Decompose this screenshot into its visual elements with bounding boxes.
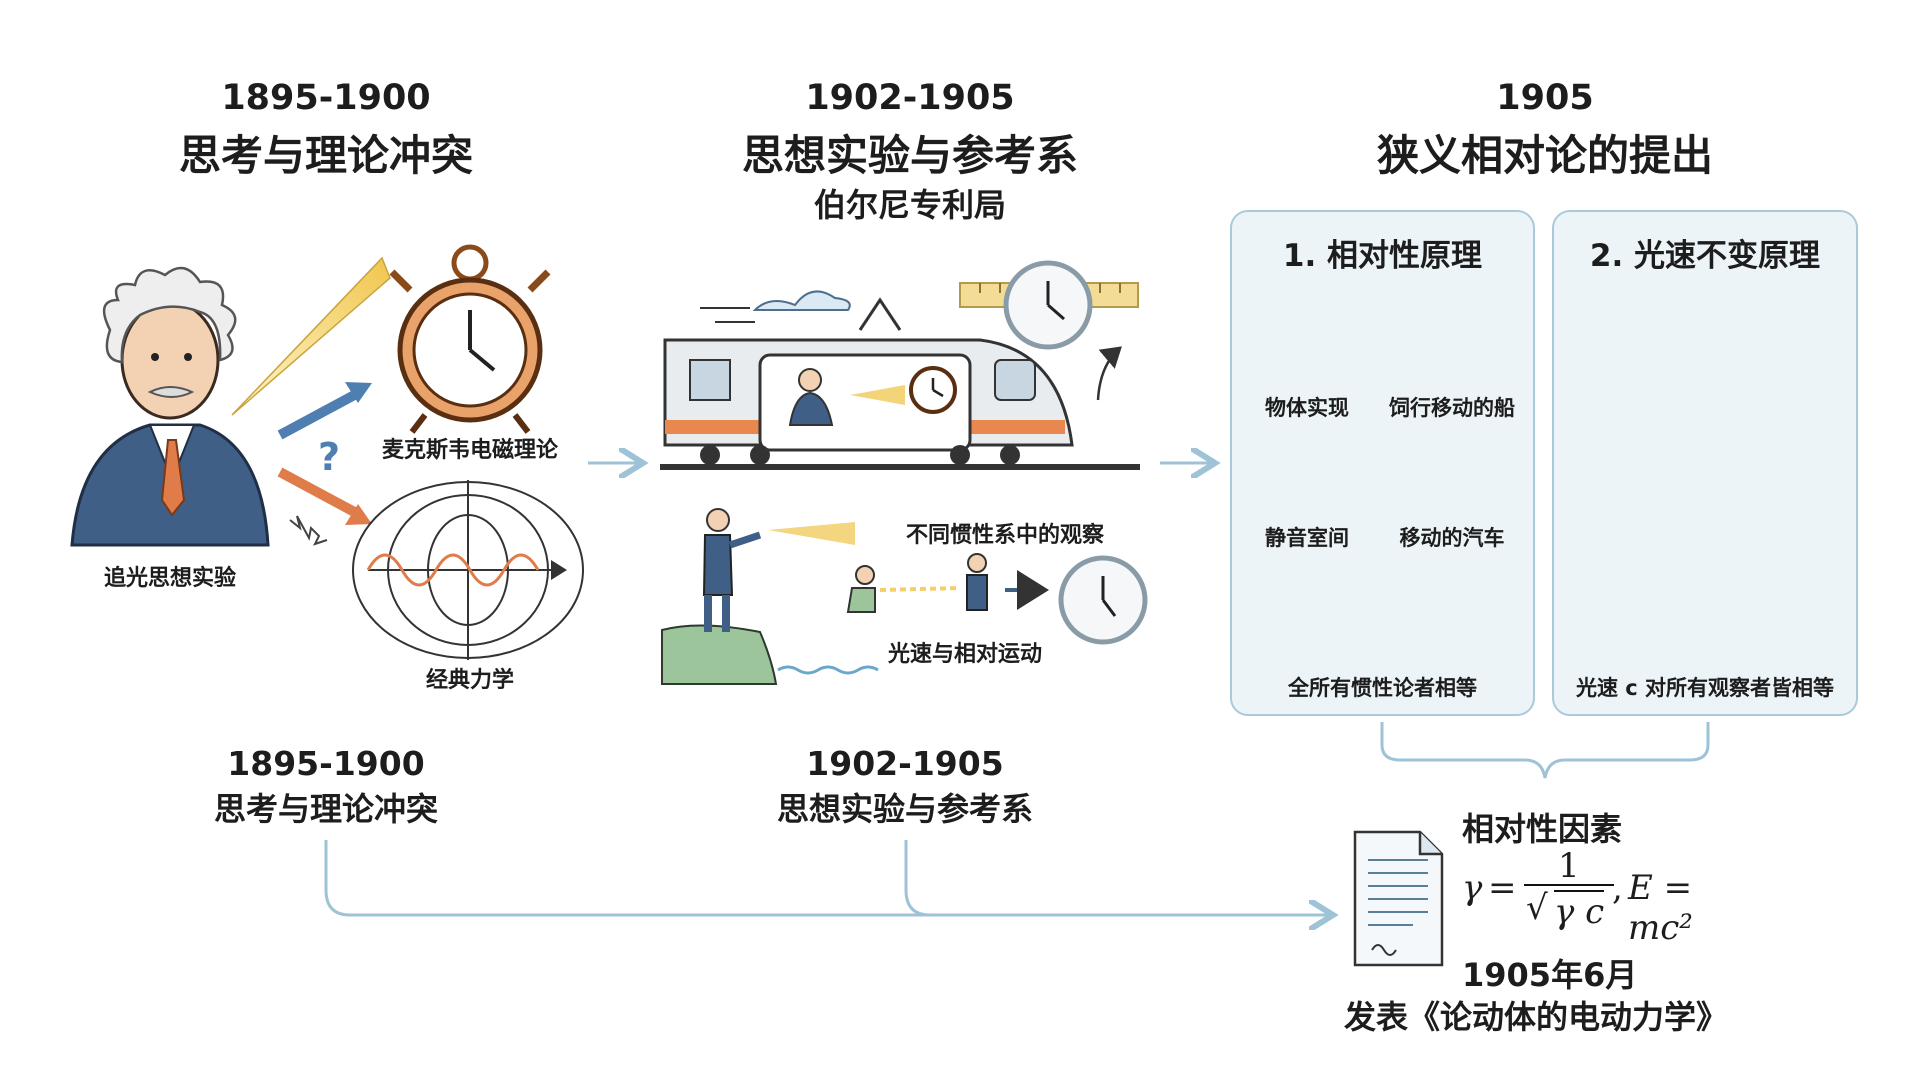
- relative-motion-icon: [846, 553, 1148, 645]
- panel1-item-2: 静音室间: [1265, 526, 1349, 550]
- stage2-title: 思想实验与参考系: [741, 131, 1078, 180]
- train-icon: [660, 290, 1140, 470]
- formula-fraction-bar: [1524, 884, 1614, 886]
- panel2-footer: 光速 c 对所有观察者皆相等: [1575, 676, 1835, 700]
- panel2-title: 2. 光速不变原理: [1589, 238, 1821, 274]
- blue-arrow-icon: [277, 382, 372, 440]
- stage1-title: 思考与理论冲突: [178, 131, 473, 180]
- label-inertial: 不同惯性系中的观察: [905, 523, 1104, 548]
- stage3-year: 1905: [1496, 78, 1594, 118]
- panel1-item-1: 饲行移动的船: [1389, 396, 1515, 420]
- light-beam-icon: [231, 256, 391, 416]
- stage1-year: 1895-1900: [221, 78, 431, 118]
- alarm-clock-icon: [389, 244, 551, 434]
- bottom-flow-line: [324, 840, 1330, 915]
- orange-arrow-icon: [277, 467, 372, 525]
- relativity-principle-panel: 1. 相对性原理 物体实现 饲行移动的船 静音室间 移动的汽车 全所有惯性论者相…: [1230, 210, 1535, 716]
- ruler-clock-icon: [959, 260, 1139, 350]
- panel1-title: 1. 相对性原理: [1282, 238, 1483, 274]
- panel-bracket: [1380, 722, 1710, 779]
- formula-denominator: γ c: [1554, 890, 1605, 932]
- squiggle-icon: [289, 515, 328, 546]
- formula-energy: E = mc²: [1628, 868, 1693, 948]
- label-maxwell: 麦克斯韦电磁理论: [381, 438, 558, 463]
- label-light-speed-motion: 光速与相对运动: [887, 642, 1042, 667]
- bottom-flow-line-2: [904, 840, 931, 917]
- stage2-year: 1902-1905: [805, 78, 1015, 118]
- factor-label: 相对性因素: [1462, 810, 1623, 848]
- panel1-footer: 全所有惯性论者相等: [1288, 676, 1477, 700]
- formula-sqrt-icon: √: [1526, 888, 1548, 928]
- bottom-left-title: 思考与理论冲突: [213, 790, 438, 828]
- formula-eq: =: [1488, 868, 1517, 908]
- stage2-subtitle: 伯尔尼专利局: [813, 186, 1006, 224]
- panel1-item-3: 移动的汽车: [1399, 526, 1505, 550]
- bottom-left-year: 1895-1900: [227, 744, 425, 783]
- bottom-mid-year: 1902-1905: [806, 744, 1004, 783]
- label-classical: 经典力学: [425, 668, 514, 693]
- formula-sep: ,: [1612, 868, 1623, 908]
- formula-numerator: 1: [1558, 846, 1580, 886]
- light-speed-panel: 2. 光速不变原理 光速 c 对所有观察者皆相等: [1552, 210, 1858, 716]
- observer-on-cliff-icon: [661, 508, 879, 685]
- formula: γ = 1 √ γ c , E = mc²: [1462, 846, 1762, 948]
- einstein-portrait-icon: [70, 266, 270, 547]
- document-icon: [1353, 830, 1444, 967]
- stage3-title: 狭义相对论的提出: [1376, 131, 1713, 180]
- formula-gamma: γ: [1462, 868, 1483, 908]
- result-date: 1905年6月: [1462, 956, 1638, 994]
- panel1-item-0: 物体实现: [1265, 396, 1349, 420]
- electromagnetic-field-icon: [352, 480, 584, 660]
- question-icon: ?: [318, 435, 340, 479]
- result-paper: 发表《论动体的电动力学》: [1344, 998, 1729, 1036]
- bottom-mid-title: 思想实验与参考系: [776, 790, 1033, 828]
- label-chase-light: 追光思想实验: [103, 566, 236, 591]
